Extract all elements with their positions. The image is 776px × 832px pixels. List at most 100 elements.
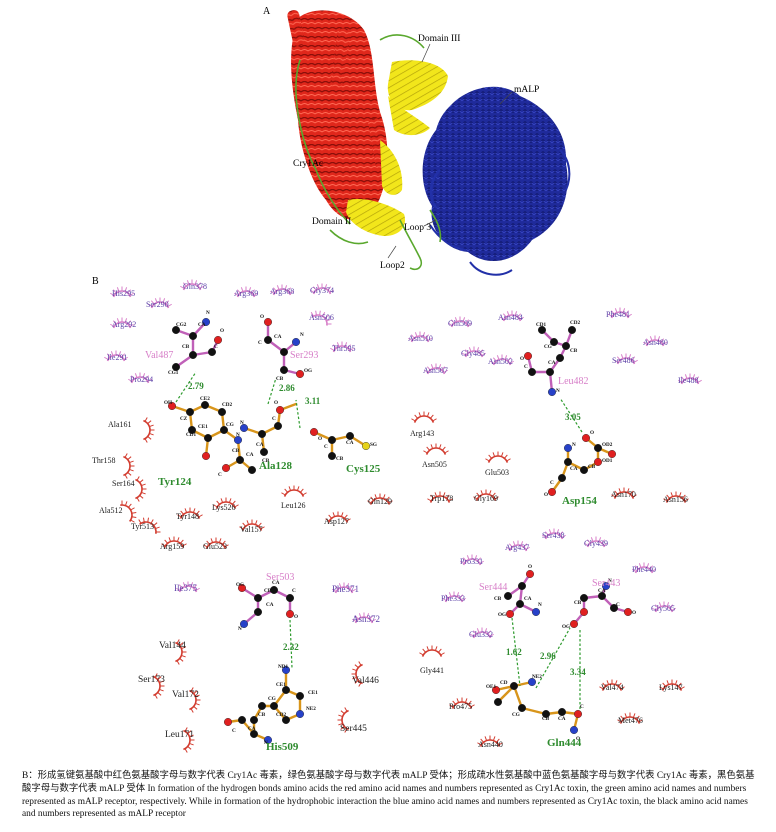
hydrophobic-tick	[276, 285, 280, 290]
hydrophobic-tick	[144, 417, 148, 422]
hydrophobic-tick	[494, 496, 499, 500]
hydrophobic-tick	[504, 355, 508, 360]
hydrophobic-tick	[496, 738, 500, 743]
hydrophobic-arc	[178, 585, 198, 593]
hydrophobic-tick	[620, 715, 624, 720]
hydrophobic-arc	[586, 540, 606, 548]
atom	[528, 368, 537, 377]
atom-label: CD2	[276, 712, 286, 718]
hydrophobic-tick	[129, 292, 134, 296]
hydrophobic-tick	[316, 284, 320, 289]
hydrophobic-tick	[476, 347, 480, 352]
residue-label: Gly485	[461, 349, 485, 358]
hydrophobic-tick	[603, 542, 608, 546]
hydrophobic-tick	[186, 280, 190, 285]
hydrophobic-tick	[124, 318, 128, 323]
hydrophobic-arc	[410, 335, 430, 343]
hydrophobic-tick	[129, 323, 134, 327]
hydrophobic-tick	[448, 322, 453, 326]
hydrophobic-tick	[157, 676, 162, 680]
hydrophobic-tick	[338, 722, 343, 726]
residue-label: Ser503	[266, 572, 294, 583]
atom-label: N	[264, 740, 268, 746]
atom	[221, 464, 230, 473]
atom	[548, 388, 557, 397]
atom	[233, 436, 242, 445]
atom	[187, 426, 196, 435]
hydrophobic-tick	[366, 613, 370, 618]
hydrophobic-tick	[179, 642, 184, 646]
atom	[282, 716, 291, 725]
hydrophobic-tick	[153, 522, 158, 526]
hydrophobic-tick	[520, 541, 524, 546]
hydrophobic-tick	[477, 557, 482, 562]
hydrophobic-arc	[462, 558, 482, 566]
hydrophobic-tick	[124, 474, 128, 479]
hydrophobic-tick	[487, 630, 492, 635]
hydrophobic-tick	[618, 488, 622, 493]
residue-label: Phe440	[632, 565, 656, 574]
hydrophobic-arc	[312, 287, 332, 295]
atom	[556, 354, 565, 363]
hydrophobic-tick	[671, 607, 676, 611]
atom-label: N	[556, 388, 560, 394]
atom	[188, 332, 197, 341]
atom	[296, 710, 305, 719]
residue-label: Asn510	[408, 334, 433, 343]
hydrophobic-tick	[344, 514, 348, 519]
atom	[558, 708, 567, 717]
hydrophobic-tick	[131, 511, 137, 514]
hydrophobic-tick	[332, 588, 337, 592]
hydrophobic-tick	[367, 500, 372, 504]
atom-label: C	[292, 588, 296, 594]
hydrophobic-tick	[506, 311, 510, 316]
hydrophobic-tick	[692, 374, 696, 379]
atom	[564, 458, 573, 467]
ligand-bond	[520, 706, 548, 716]
hydrophobic-tick	[242, 522, 246, 527]
atom	[207, 348, 216, 357]
atom-label: O	[528, 564, 532, 570]
atom	[492, 686, 501, 695]
atom-label: CA	[198, 322, 206, 328]
hydrophobic-tick	[614, 308, 618, 313]
hydrophobic-tick	[542, 534, 547, 538]
residue-label: Arg437	[505, 543, 529, 552]
atom	[580, 466, 589, 475]
hydrophobic-tick	[147, 420, 152, 424]
residue-label: Glu332	[469, 630, 493, 639]
hydrophobic-tick	[358, 661, 362, 666]
hydrophobic-tick	[695, 376, 700, 381]
residue-label: Pro294	[130, 375, 153, 384]
hydrophobic-tick	[556, 529, 560, 534]
hydrophobic-arc	[283, 489, 305, 497]
hydrophobic-tick	[130, 375, 135, 380]
hydrophobic-tick	[148, 303, 153, 307]
hydrophobic-tick	[480, 738, 484, 743]
hydrophobic-tick	[602, 682, 606, 687]
subpanel-top-left: His295 Gln378 Arg369 Arg368 Gly374 Ser29…	[92, 282, 392, 551]
residue-label: Arg368	[270, 287, 294, 296]
atom	[504, 592, 513, 601]
hydrophobic-tick	[155, 526, 160, 530]
hydrophobic-arc	[654, 605, 674, 613]
hydrophobic-tick	[625, 310, 630, 315]
atom	[258, 430, 267, 439]
hydrophobic-tick	[338, 714, 343, 718]
hydrophobic-tick	[450, 319, 455, 324]
residue-label: Met476	[618, 716, 643, 725]
hydrophobic-tick	[624, 713, 628, 718]
residue-label: Arg292	[112, 320, 136, 329]
hydrophobic-tick	[462, 352, 467, 356]
hydrophobic-arc	[487, 455, 509, 463]
atom-label: N	[238, 626, 242, 632]
atom	[516, 600, 525, 609]
hydrophobic-arc	[645, 339, 665, 347]
atom-label: CZ	[180, 416, 188, 422]
hydrophobic-tick	[678, 379, 683, 383]
hydrophobic-tick	[281, 492, 286, 496]
hydrophobic-tick	[670, 492, 674, 497]
hydrophobic-tick	[179, 658, 184, 662]
residue-label: Ser290	[146, 300, 169, 309]
atom	[610, 604, 619, 613]
